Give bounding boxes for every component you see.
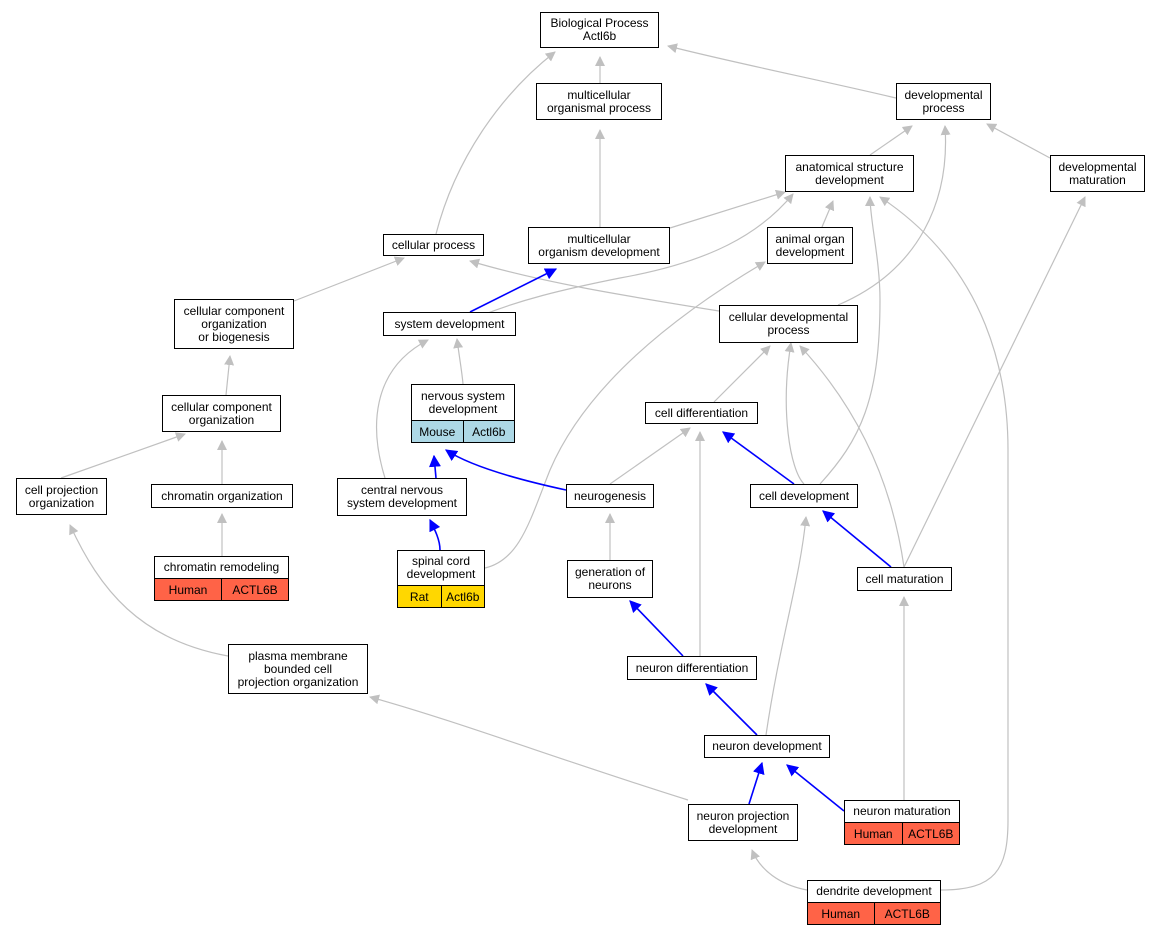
edge-cp-bp <box>435 51 556 235</box>
edge-mod-asd <box>669 189 786 229</box>
gene-label: Actl6b <box>440 586 485 607</box>
edge-devmat-devp <box>986 123 1051 159</box>
edge-neurdev-neurdiff <box>705 683 758 736</box>
node-animal-organ-development[interactable]: animal organ development <box>767 227 853 264</box>
node-multicellular-organismal-process[interactable]: multicellular organismal process <box>536 83 662 120</box>
edge-cco-ccob <box>224 355 235 396</box>
edge-npd-neurdev <box>748 761 765 805</box>
edge-cnsd-sysdev <box>376 339 429 479</box>
edge-cdp-cp <box>469 258 720 312</box>
node-cell-maturation[interactable]: cell maturation <box>857 567 952 591</box>
edge-ccob-cp <box>293 256 405 302</box>
species-label: Human <box>853 826 893 841</box>
node-chromatin-remodeling[interactable]: chromatin remodeling <box>154 556 289 579</box>
node-nervous-system-development[interactable]: nervous system development <box>411 384 515 421</box>
edge-cpo-cco <box>60 432 186 479</box>
edge-neurmat-neurdev <box>786 764 845 812</box>
node-neuron-projection-development[interactable]: neuron projection development <box>688 804 798 841</box>
node-anatomical-structure-development[interactable]: anatomical structure development <box>785 155 914 192</box>
edge-cellmat-cdp <box>799 345 905 568</box>
edge-celldiff-cdp <box>713 345 771 403</box>
node-developmental-maturation[interactable]: developmental maturation <box>1050 155 1145 192</box>
edge-celldev-asd <box>819 196 881 485</box>
node-spinal-cord-development[interactable]: spinal cord development <box>397 550 485 586</box>
gene-label: ACTL6B <box>221 579 288 600</box>
edge-asd-devp <box>869 125 913 156</box>
gene-label: ACTL6B <box>901 823 960 844</box>
edge-celldev-cdp <box>784 342 805 485</box>
gene-label: ACTL6B <box>873 903 941 924</box>
edge-celldev-celldiff <box>722 431 795 485</box>
edge-aod-asd <box>821 200 835 228</box>
edge-neurdev-celldev <box>765 516 811 736</box>
annotation-bar-rat: Rat Actl6b <box>397 585 485 608</box>
edge-neurogen-nsd <box>445 449 567 491</box>
node-generation-of-neurons[interactable]: generation of neurons <box>567 560 653 598</box>
edge-dendev-asd <box>879 196 1009 891</box>
species-label: Rat <box>409 589 429 604</box>
edge-neurdiff-gon <box>629 600 684 657</box>
node-central-nervous-system-development[interactable]: central nervous system development <box>337 478 467 516</box>
species-label: Human <box>168 582 208 597</box>
species-label: Mouse <box>419 424 456 439</box>
node-biological-process[interactable]: Biological Process Actl6b <box>540 12 659 48</box>
edge-sysdev-asd <box>479 193 794 317</box>
edge-neurogen-celldiff <box>609 427 691 485</box>
node-neuron-development[interactable]: neuron development <box>704 735 830 758</box>
edge-nsd-sysdev <box>453 338 464 385</box>
node-cellular-developmental-process[interactable]: cellular developmental process <box>719 305 858 343</box>
edge-cellmat-celldev <box>822 510 892 568</box>
edge-cdp-devp <box>837 125 951 306</box>
edge-npd-pmbcpo <box>369 694 689 801</box>
edge-scd-cnsd <box>429 518 441 551</box>
edge-pmbcpo-cpo <box>69 524 229 657</box>
edge-dendev-npd <box>750 849 808 891</box>
node-cell-development[interactable]: cell development <box>750 484 858 508</box>
node-neuron-differentiation[interactable]: neuron differentiation <box>627 656 757 680</box>
annotation-bar-human: Human ACTL6B <box>844 822 960 845</box>
annotation-bar-human: Human ACTL6B <box>807 902 941 925</box>
edge-layer <box>60 43 1086 891</box>
node-chromatin-organization[interactable]: chromatin organization <box>151 484 293 508</box>
edge-cellmat-devmat <box>903 196 1086 568</box>
node-cellular-component-organization-or-biogenesis[interactable]: cellular component organization or bioge… <box>174 299 294 349</box>
node-cellular-process[interactable]: cellular process <box>383 234 484 256</box>
node-cell-differentiation[interactable]: cell differentiation <box>645 402 758 424</box>
edge-scd-aod <box>484 261 766 569</box>
node-cellular-component-organization[interactable]: cellular component organization <box>162 395 281 432</box>
edge-devp-bp <box>667 43 897 99</box>
node-neurogenesis[interactable]: neurogenesis <box>566 484 654 508</box>
annotation-bar-mouse: Mouse Actl6b <box>411 420 515 443</box>
node-developmental-process[interactable]: developmental process <box>896 83 991 120</box>
node-dendrite-development[interactable]: dendrite development <box>807 880 941 903</box>
gene-label: Actl6b <box>462 421 515 442</box>
node-system-development[interactable]: system development <box>383 312 516 336</box>
node-neuron-maturation[interactable]: neuron maturation <box>844 800 960 823</box>
edge-sysdev-mod <box>469 268 558 313</box>
annotation-bar-human: Human ACTL6B <box>154 578 289 601</box>
node-plasma-membrane-bounded-cell-projection-organization[interactable]: plasma membrane bounded cell projection … <box>228 644 368 694</box>
node-cell-projection-organization[interactable]: cell projection organization <box>16 478 107 515</box>
node-multicellular-organism-development[interactable]: multicellular organism development <box>528 227 670 264</box>
edge-cnsd-nsd <box>429 454 441 479</box>
species-label: Human <box>821 906 861 921</box>
